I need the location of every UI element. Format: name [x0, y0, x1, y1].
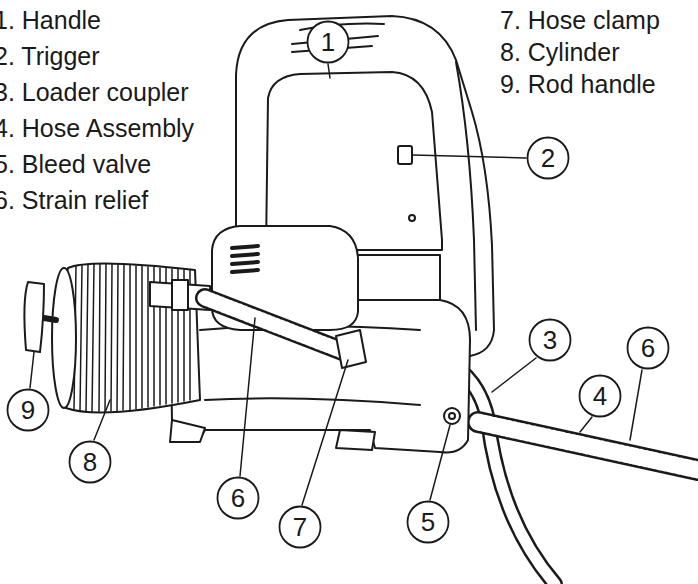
- callout-number: 5: [406, 500, 450, 544]
- screw: [409, 215, 415, 221]
- callout-number: 2: [526, 136, 570, 180]
- callout-circle: 4: [578, 374, 622, 418]
- strain-relief-coils: [205, 298, 345, 352]
- strain-relief: [205, 298, 345, 352]
- rod: [44, 318, 56, 320]
- part-name: 7. Hose clamp: [500, 6, 660, 34]
- handle-opening: [266, 72, 442, 250]
- part-name: 3. Loader coupler: [0, 78, 189, 106]
- foot-right: [336, 430, 375, 450]
- callout-number: 6: [626, 326, 670, 370]
- rod-handle: [24, 282, 44, 352]
- part-name: 2. Trigger: [0, 42, 100, 70]
- hose-clamp: [336, 330, 366, 368]
- coupler-nut: [172, 280, 188, 310]
- callout-circle: 2: [526, 136, 570, 180]
- cylinder-cap: [52, 268, 76, 408]
- bleed-valve-core: [449, 413, 455, 419]
- callout-circle: 3: [528, 318, 572, 362]
- callout-number: 9: [6, 388, 50, 432]
- callout-number: 1: [306, 20, 350, 64]
- motor-vents: [232, 246, 258, 272]
- part-name: 9. Rod handle: [500, 70, 656, 98]
- bleed-valve: [444, 408, 460, 424]
- callout-number: 4: [578, 374, 622, 418]
- part-name: 1. Handle: [0, 6, 101, 34]
- part-name: 5. Bleed valve: [0, 150, 151, 178]
- hose-spring: [478, 422, 698, 470]
- callout-number: 6: [216, 476, 260, 520]
- callout-circle: 7: [278, 505, 322, 549]
- callout-circle: 6: [216, 476, 260, 520]
- part-name: 8. Cylinder: [500, 38, 620, 66]
- callout-number: 7: [278, 505, 322, 549]
- part-name: 6. Strain relief: [0, 186, 148, 214]
- hose-spring-coils: [478, 422, 698, 470]
- callout-circle: 9: [6, 388, 50, 432]
- callout-number: 3: [528, 318, 572, 362]
- cylinder-ribs: [74, 264, 190, 412]
- callout-circle: 5: [406, 500, 450, 544]
- part-name: 4. Hose Assembly: [0, 114, 194, 142]
- callout-circle: 1: [306, 20, 350, 64]
- callout-circle: 6: [626, 326, 670, 370]
- cylinder: [59, 263, 200, 412]
- callout-circle: 8: [68, 440, 112, 484]
- trigger: [398, 146, 412, 164]
- callout-number: 8: [68, 440, 112, 484]
- foot-left: [170, 420, 205, 442]
- handle-side: [456, 62, 476, 330]
